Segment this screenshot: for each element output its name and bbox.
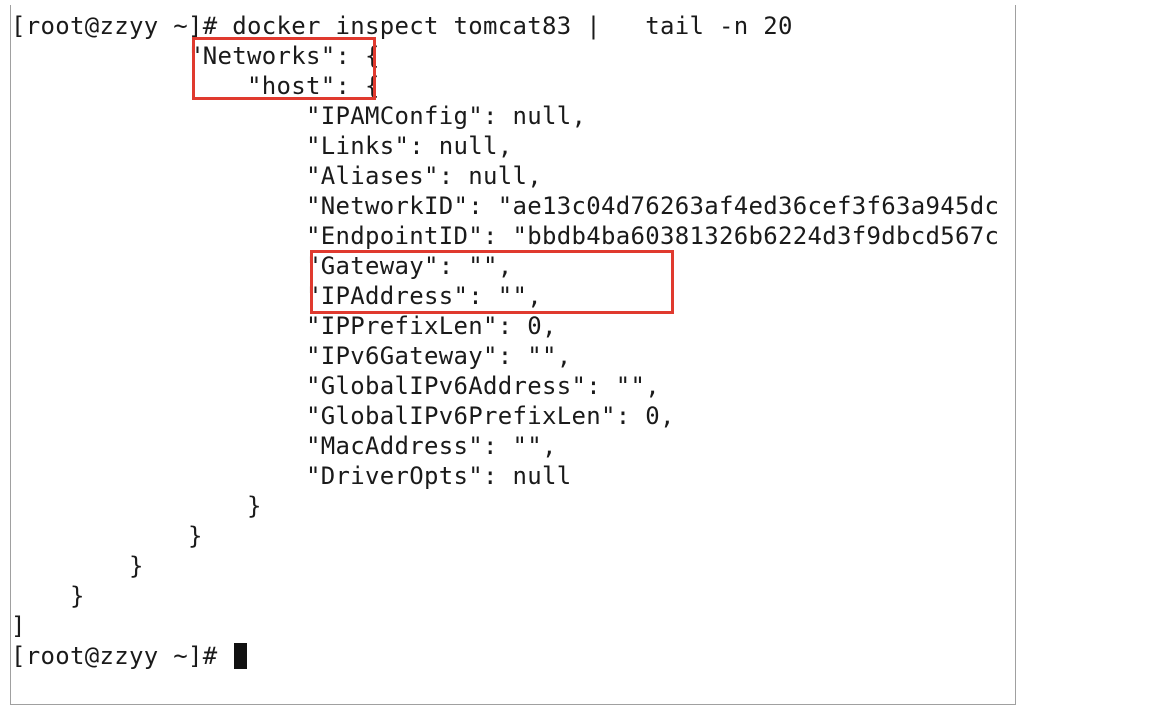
terminal-line-driveropts: "DriverOpts": null: [11, 462, 572, 490]
terminal-line-ipv6gateway: "IPv6Gateway": "",: [11, 342, 572, 370]
terminal-line-ipprefixlen: "IPPrefixLen": 0,: [11, 312, 557, 340]
terminal-line-links: "Links": null,: [11, 132, 513, 160]
terminal-line-networkid: "NetworkID": "ae13c04d76263af4ed36cef3f6…: [11, 192, 1000, 220]
terminal-line-close-brace-2: }: [11, 522, 203, 550]
terminal-line-aliases: "Aliases": null,: [11, 162, 542, 190]
terminal-line-globalipv6prefixlen: "GlobalIPv6PrefixLen": 0,: [11, 402, 675, 430]
terminal-line-ipaddress: "IPAddress": "",: [11, 282, 542, 310]
prompt-text: [root@zzyy ~]#: [11, 642, 233, 670]
terminal-line-gateway: "Gateway": "",: [11, 252, 513, 280]
terminal-window[interactable]: [root@zzyy ~]# docker inspect tomcat83 |…: [10, 5, 1016, 705]
terminal-line-networks: "Networks": {: [11, 42, 380, 70]
terminal-line-ipamconfig: "IPAMConfig": null,: [11, 102, 587, 130]
terminal-line-macaddress: "MacAddress": "",: [11, 432, 557, 460]
terminal-line-close-brace-3: }: [11, 552, 144, 580]
terminal-line-host: "host": {: [11, 72, 380, 100]
terminal-line-close-brace-1: }: [11, 492, 262, 520]
terminal-line-prompt[interactable]: [root@zzyy ~]#: [11, 641, 248, 671]
terminal-line-globalipv6address: "GlobalIPv6Address": "",: [11, 372, 660, 400]
terminal-line-close-brace-4: }: [11, 582, 85, 610]
terminal-line-command: [root@zzyy ~]# docker inspect tomcat83 |…: [11, 12, 793, 40]
terminal-line-endpointid: "EndpointID": "bbdb4ba60381326b6224d3f9d…: [11, 222, 1000, 250]
terminal-line-close-bracket: ]: [11, 612, 26, 640]
cursor-block: [234, 643, 248, 669]
